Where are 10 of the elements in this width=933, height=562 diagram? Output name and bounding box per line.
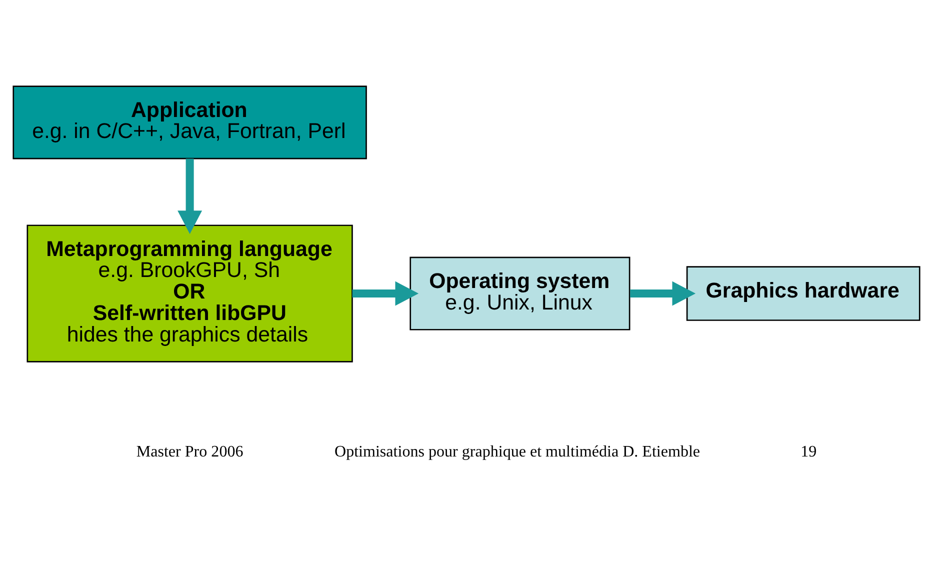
label: Master Pro 2006 xyxy=(136,443,244,460)
node-box: Graphics hardware xyxy=(686,266,920,320)
node-box: Application e.g. in C/C++, Java, Fortran, Perl xyxy=(12,85,367,159)
arrow xyxy=(178,158,202,234)
arrow xyxy=(630,280,696,306)
label: Optimisations pour graphique et multimédia D. Etiemble xyxy=(334,443,700,460)
node-box: Metaprogramming language e.g. BrookGPU, Sh OR Self-written libGPU hides the graphics details xyxy=(26,224,353,362)
node-box: Operating system e.g. Unix, Linux xyxy=(410,256,630,330)
label: 19 xyxy=(800,443,817,460)
arrow xyxy=(352,280,419,306)
